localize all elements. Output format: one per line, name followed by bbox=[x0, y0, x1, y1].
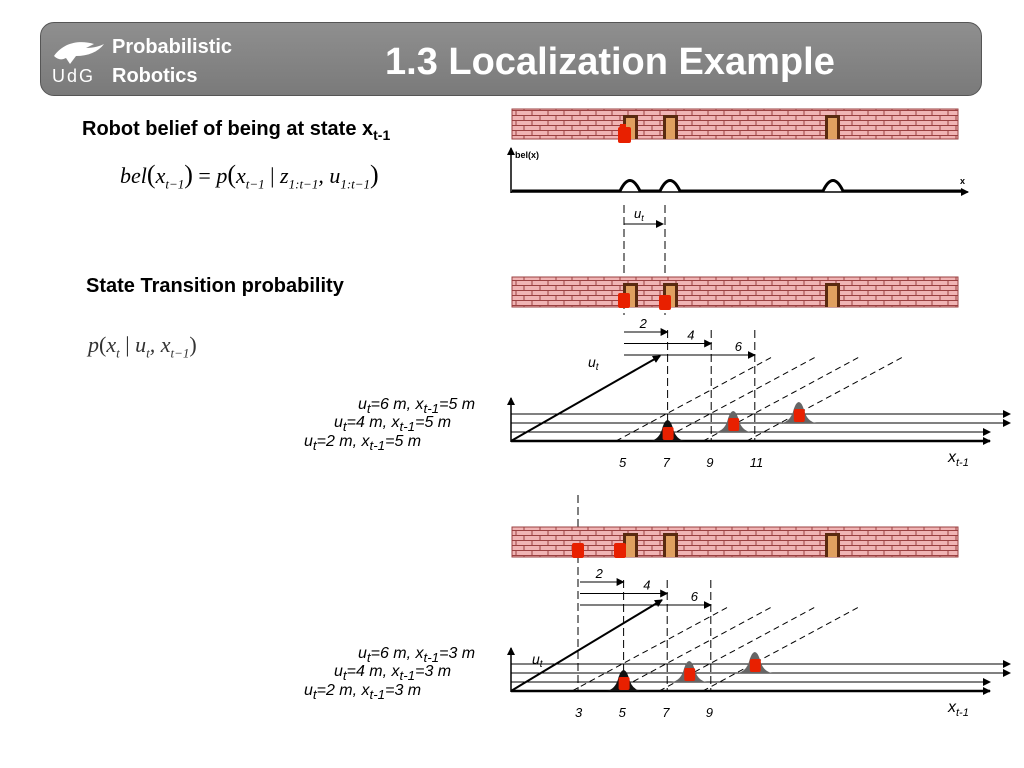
lower-ut-label: ut bbox=[532, 651, 544, 670]
lower-tick-label-5: 5 bbox=[619, 705, 627, 720]
bel-symbol: bel bbox=[120, 163, 147, 188]
upper-tick-label-5: 5 bbox=[619, 455, 627, 470]
upper-robot-4-icon bbox=[728, 418, 740, 431]
robot-2a-icon bbox=[618, 293, 630, 308]
door-1c-icon bbox=[825, 115, 840, 139]
upper-case-label-3: ut=2 m, xt-1=5 m bbox=[304, 433, 422, 454]
udg-bird-logo-icon bbox=[54, 42, 104, 64]
transition-formula: p(xt | ut, xt−1) bbox=[88, 332, 197, 361]
lower-move-label-6: 6 bbox=[691, 589, 699, 604]
door-3a-icon bbox=[623, 533, 638, 557]
upper-move-label-6: 6 bbox=[735, 339, 743, 354]
lower-case-label-1: ut=6 m, xt-1=3 m bbox=[358, 645, 476, 666]
belief-plot: bel(x) x bbox=[507, 147, 969, 196]
robot-2b-icon bbox=[659, 295, 671, 310]
logo-text: UdG bbox=[52, 66, 96, 86]
belief-heading-text: Robot belief of being at state x bbox=[82, 118, 374, 140]
upper-ut-label: ut bbox=[588, 354, 600, 373]
lower-axis-label: xt-1 bbox=[947, 699, 969, 719]
transition-heading: State Transition probability bbox=[86, 275, 344, 297]
course-line-1: Probabilistic bbox=[112, 36, 233, 58]
upper-case-label-1: ut=6 m, xt-1=5 m bbox=[358, 396, 476, 417]
upper-robot-6-icon bbox=[793, 409, 805, 422]
lower-transition-diagram: ut xt-1 3 5 7 9 2 4 6 bbox=[507, 566, 1011, 720]
upper-robot-2-icon bbox=[662, 427, 674, 440]
wall-2 bbox=[511, 276, 959, 308]
control-label-1: ut bbox=[634, 206, 644, 223]
slide-title: 1.3 Localization Example bbox=[385, 41, 835, 83]
lower-tick-label-7: 7 bbox=[662, 705, 670, 720]
upper-move-label-2: 2 bbox=[639, 316, 648, 331]
header-bar bbox=[40, 22, 982, 96]
robot-1-icon bbox=[618, 124, 631, 143]
upper-transition-diagram: ut xt-1 5 7 9 11 2 4 6 bbox=[507, 316, 1011, 470]
upper-ut-axis bbox=[510, 355, 661, 442]
lower-robot-2-icon bbox=[618, 677, 630, 690]
door-3b-icon bbox=[663, 533, 678, 557]
lower-depth-line bbox=[571, 605, 731, 692]
upper-tick-label-7: 7 bbox=[663, 455, 671, 470]
lower-tick-label-3: 3 bbox=[575, 705, 583, 720]
robot-3a-icon bbox=[572, 543, 584, 558]
lower-ut-axis bbox=[510, 599, 663, 692]
lower-robot-4-icon bbox=[684, 668, 696, 681]
door-2c-icon bbox=[825, 283, 840, 307]
course-title: Probabilistic Robotics bbox=[112, 33, 232, 91]
upper-tick-label-9: 9 bbox=[706, 455, 713, 470]
door-3c-icon bbox=[825, 533, 840, 557]
upper-move-label-4: 4 bbox=[687, 328, 694, 343]
door-1b-icon bbox=[663, 115, 678, 139]
lower-case-label-3: ut=2 m, xt-1=3 m bbox=[304, 682, 422, 703]
upper-tick-label-11: 11 bbox=[750, 455, 764, 470]
belief-heading-sub: t-1 bbox=[373, 127, 391, 143]
belief-formula: bel(xt−1) = p(xt−1 | z1:t−1, u1:t−1) bbox=[120, 160, 379, 192]
belief-xlabel: x bbox=[960, 176, 965, 186]
lower-depth-line bbox=[702, 605, 862, 692]
robot-3b-icon bbox=[614, 543, 626, 558]
upper-depth-line bbox=[615, 355, 775, 442]
wall-1 bbox=[511, 108, 959, 140]
lower-move-label-2: 2 bbox=[595, 566, 604, 581]
lower-tick-label-9: 9 bbox=[706, 705, 713, 720]
upper-depth-line bbox=[746, 355, 906, 442]
course-line-2: Robotics bbox=[112, 65, 198, 87]
belief-heading: Robot belief of being at state xt-1 bbox=[82, 118, 390, 143]
wall-3 bbox=[511, 526, 959, 558]
lower-robot-6-icon bbox=[749, 659, 761, 672]
lower-move-label-4: 4 bbox=[643, 578, 650, 593]
upper-case-label-2: ut=4 m, xt-1=5 m bbox=[334, 414, 452, 435]
belief-ylabel: bel(x) bbox=[515, 150, 539, 160]
lower-case-label-2: ut=4 m, xt-1=3 m bbox=[334, 663, 452, 684]
upper-axis-label: xt-1 bbox=[947, 449, 969, 469]
